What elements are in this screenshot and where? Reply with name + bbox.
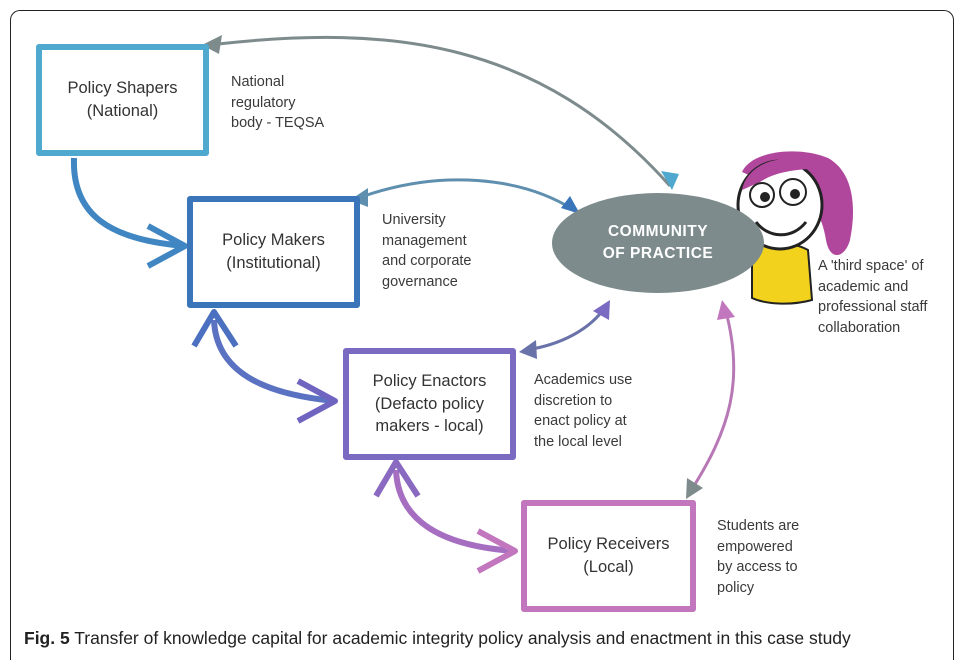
arrowhead-makers-bottom: [191, 309, 239, 348]
arrow-enactors-community: [525, 305, 608, 352]
policy-receivers-box: Policy Receivers (Local): [521, 500, 696, 612]
caption-text: Transfer of knowledge capital for academ…: [69, 628, 851, 648]
arrowhead-community-right: [717, 300, 735, 320]
policy-enactors-label: Policy Enactors (Defacto policy makers -…: [372, 371, 487, 436]
policy-shapers-label: Policy Shapers (National): [67, 79, 178, 120]
figure-frame: [10, 10, 954, 660]
note-community: A 'third space' of academic and professi…: [818, 258, 928, 336]
arrowhead-receivers-left: [476, 528, 518, 574]
arrowhead-community-left: [561, 196, 580, 214]
arrowhead-enactors-left: [296, 378, 338, 424]
arrow-receivers-community: [688, 307, 736, 493]
note-receivers: Students are empowered by access to poli…: [717, 518, 800, 596]
arrowhead-receivers-top: [686, 478, 703, 499]
arrow-shapers-makers: [70, 157, 186, 249]
arrow-makers-community: [363, 178, 575, 212]
note-shapers: National regulatory body - TEQSA: [231, 74, 325, 132]
arrowhead-community-bottom: [593, 300, 610, 320]
arrowhead-makers-left: [146, 223, 188, 269]
policy-shapers-box: Policy Shapers (National): [36, 44, 209, 156]
note-enactors: Academics use discretion to enact policy…: [534, 372, 633, 450]
policy-makers-box: Policy Makers (Institutional): [187, 196, 360, 308]
arrowhead-community-top: [661, 171, 679, 190]
figure-label: Fig. 5: [24, 628, 70, 648]
policy-enactors-box: Policy Enactors (Defacto policy makers -…: [343, 348, 516, 460]
figure-caption: Fig. 5 Transfer of knowledge capital for…: [24, 628, 954, 656]
arrow-enactors-receivers: [393, 469, 516, 554]
policy-receivers-label: Policy Receivers (Local): [547, 535, 670, 576]
policy-makers-label: Policy Makers (Institutional): [222, 231, 325, 272]
arrowhead-shapers: [202, 35, 222, 54]
arrow-shapers-community: [217, 35, 672, 187]
arrow-makers-enactors: [211, 319, 336, 404]
community-of-practice: COMMUNITY OF PRACTICE: [552, 193, 764, 293]
arrowhead-enactors-bottom: [373, 459, 421, 498]
note-makers: University management and corporate gove…: [382, 212, 472, 290]
arrowhead-enactors-top: [519, 340, 537, 359]
